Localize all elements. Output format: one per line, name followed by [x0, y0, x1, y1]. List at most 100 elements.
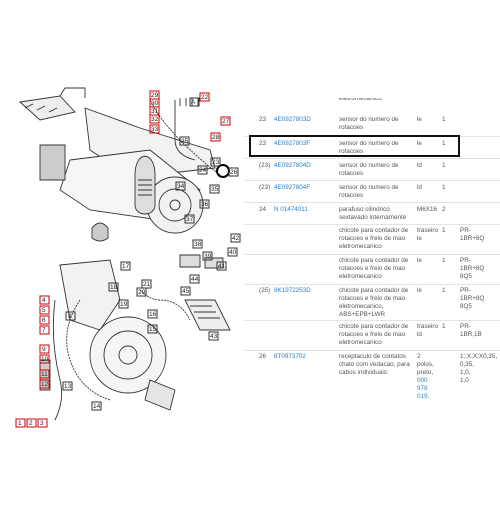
callout-27[interactable]: 27 — [220, 116, 231, 126]
cell-part-number-link[interactable]: 8K1972253D — [274, 287, 311, 294]
table-row[interactable]: (25) 8K1972253D chicote para contador de… — [245, 284, 500, 321]
svg-text:7: 7 — [42, 327, 46, 334]
cell-desc: receptaculo de contatos chato com vedaca… — [339, 353, 410, 376]
callout-11[interactable]: 11 — [39, 369, 50, 379]
cell-part-number-link[interactable]: 4E0927804D — [274, 162, 311, 169]
callout-34[interactable]: 34 — [175, 181, 186, 191]
callout-3[interactable]: 3 — [37, 418, 48, 428]
svg-text:4: 4 — [42, 297, 46, 304]
cell-side: le — [417, 116, 422, 123]
parts-table: eletromecanico 23 4E0927803D sensor do n… — [245, 0, 500, 500]
callout-44[interactable]: 44 — [189, 274, 200, 284]
svg-text:32: 32 — [151, 116, 159, 123]
callout-2[interactable]: 2 — [26, 418, 37, 428]
callout-32[interactable]: 32 — [149, 114, 160, 124]
cell-note: PR- 1BR+8Q — [460, 227, 485, 242]
callout-17[interactable]: 17 — [120, 261, 131, 271]
callout-9[interactable]: 9 — [39, 344, 50, 354]
svg-text:44: 44 — [191, 276, 199, 283]
callout-18[interactable]: 18 — [108, 282, 119, 292]
svg-text:18: 18 — [110, 284, 118, 291]
svg-text:14: 14 — [93, 403, 101, 410]
callout-26[interactable]: 26 — [228, 167, 239, 177]
svg-text:5: 5 — [42, 307, 46, 314]
cell-desc: chicote para contador de rotacoes e frei… — [339, 257, 409, 280]
callout-23[interactable]: 23 — [210, 157, 221, 167]
table-row[interactable]: (23) 4E0927804D sensor do numero de rota… — [245, 158, 500, 181]
callout-42[interactable]: 42 — [230, 233, 241, 243]
callout-A[interactable]: A — [189, 97, 200, 107]
callout-37[interactable]: 37 — [184, 214, 195, 224]
cell-qty: 1 — [442, 116, 446, 123]
svg-text:9: 9 — [42, 346, 46, 353]
cell-note: PR- 1BR+8Q 8Q5 — [460, 257, 485, 280]
table-row[interactable]: chicote para contador de rotacoes e frei… — [245, 254, 500, 285]
callout-45[interactable]: 45 — [180, 286, 191, 296]
lower-assembly-drawing — [39, 254, 231, 421]
callout-4[interactable]: 4 — [39, 295, 50, 305]
svg-text:20: 20 — [138, 289, 146, 296]
callout-19[interactable]: 19 — [118, 299, 129, 309]
callout-35[interactable]: 35 — [209, 184, 220, 194]
callout-41[interactable]: 41 — [216, 261, 227, 271]
table-row[interactable]: 26 8T0973702 receptaculo de contatos cha… — [245, 350, 500, 410]
callout-40[interactable]: 40 — [227, 247, 238, 257]
callout-14[interactable]: 14 — [91, 401, 102, 411]
callout-29[interactable]: 29 — [149, 90, 160, 100]
cell-part-number-link[interactable]: 4E0927803D — [274, 116, 311, 123]
svg-text:6: 6 — [42, 317, 46, 324]
callout-33[interactable]: 33 — [149, 124, 160, 134]
cell-part-number-link[interactable]: N 01474011 — [274, 206, 308, 213]
cell-desc: sensor do numero de rotacoes — [339, 184, 399, 199]
cell-part-number-link[interactable]: 4E0927803F — [274, 140, 311, 147]
callout-25[interactable]: 25 — [179, 136, 190, 146]
cell-qty: 1 — [442, 323, 446, 330]
table-row-partial: eletromecanico — [245, 98, 500, 104]
callout-24[interactable]: 24 — [197, 165, 208, 175]
table-row[interactable]: 23 4E0927803D sensor do numero de rotaco… — [245, 112, 500, 137]
callout-10[interactable]: 10 — [39, 354, 50, 364]
cell-side: traseiro le — [417, 227, 438, 242]
callout-1[interactable]: 1 — [15, 418, 26, 428]
callout-30[interactable]: 30 — [149, 98, 160, 108]
callout-15[interactable]: 15 — [147, 324, 158, 334]
cell-desc: sensor do numero de rotacoes — [339, 140, 399, 155]
callout-13[interactable]: 13 — [62, 381, 73, 391]
callout-7[interactable]: 7 — [39, 325, 50, 335]
cell-pos: (23) — [259, 184, 271, 191]
table-row[interactable]: chicote para contador de rotacoes e frei… — [245, 320, 500, 351]
cell-part-number-link[interactable]: 4E0927804F — [274, 184, 311, 191]
callout-36[interactable]: 36 — [199, 199, 210, 209]
table-row[interactable]: chicote para contador de rotacoes e frei… — [245, 224, 500, 255]
callout-31[interactable]: 31 — [149, 106, 160, 116]
callout-43[interactable]: 43 — [208, 331, 219, 341]
callout-28[interactable]: 28 — [210, 132, 221, 142]
callout-12[interactable]: 12 — [39, 379, 50, 389]
svg-text:26: 26 — [230, 169, 238, 176]
cell-qty: 1 — [442, 257, 446, 264]
callout-8[interactable]: 8 — [65, 311, 76, 321]
callout-6[interactable]: 6 — [39, 315, 50, 325]
svg-text:24: 24 — [199, 167, 207, 174]
cell-side: le — [417, 140, 422, 147]
cell-qty: 1 — [442, 162, 446, 169]
cell-qty: 1 — [442, 227, 446, 234]
table-row[interactable]: 24 N 01474011 parafuso cilindrico sextav… — [245, 202, 500, 225]
cell-qty: 1 — [442, 140, 446, 147]
cell-part-number-link[interactable]: 8T0973702 — [274, 353, 306, 360]
table-row-selected[interactable]: 23 4E0927803F sensor do numero de rotaco… — [245, 136, 500, 159]
svg-text:33: 33 — [151, 126, 159, 133]
callout-5[interactable]: 5 — [39, 305, 50, 315]
svg-text:30: 30 — [151, 100, 159, 107]
callout-22[interactable]: 22 — [199, 92, 210, 102]
callout-39[interactable]: 39 — [202, 251, 213, 261]
cell-side: ld — [417, 184, 422, 191]
cell-part-number-link[interactable]: 000 979 019, — [417, 377, 430, 400]
callout-38[interactable]: 38 — [192, 239, 203, 249]
svg-text:10: 10 — [41, 356, 49, 363]
callout-21[interactable]: 21 — [141, 279, 152, 289]
svg-text:2: 2 — [29, 420, 33, 427]
callout-16[interactable]: 16 — [147, 309, 158, 319]
callout-20[interactable]: 20 — [136, 287, 147, 297]
table-row[interactable]: (23) 4E0927804F sensor do numero de rota… — [245, 180, 500, 203]
